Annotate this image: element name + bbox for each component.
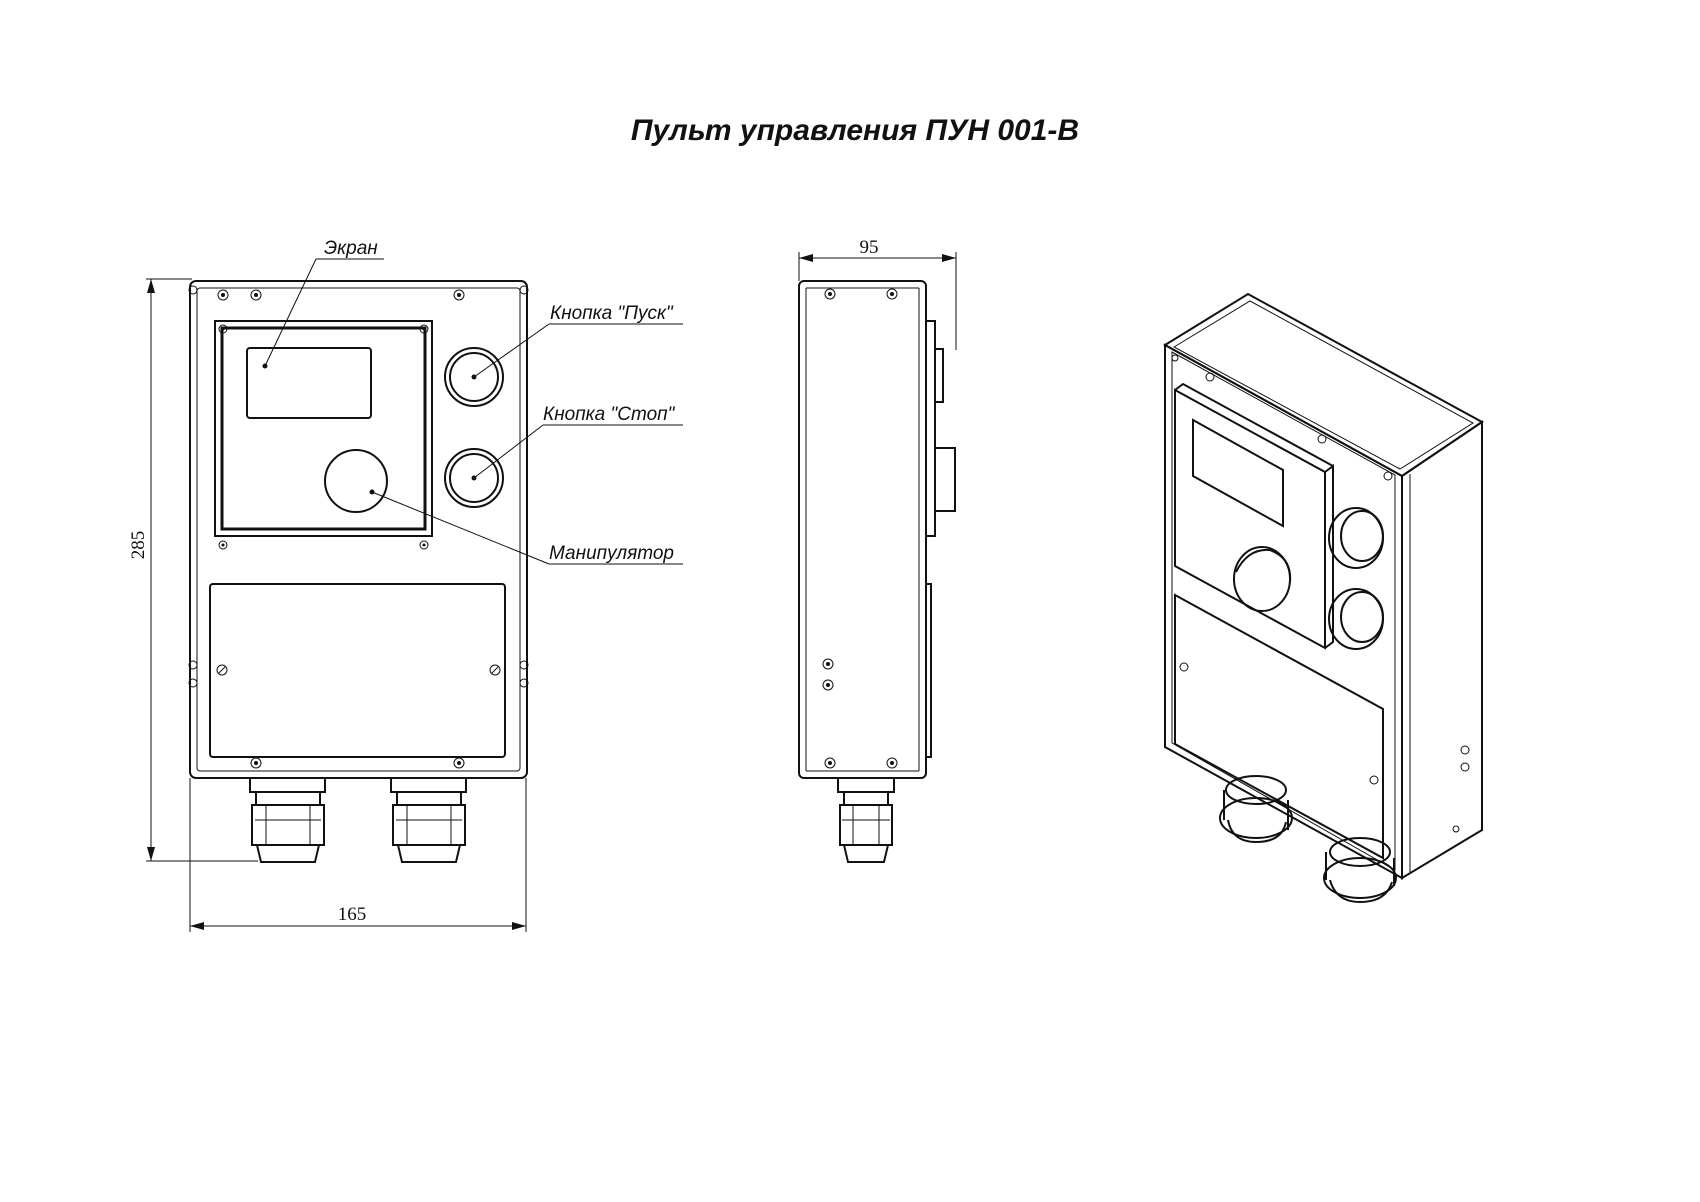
isometric-view	[1163, 292, 1484, 904]
start-button-outer	[444, 347, 504, 407]
lower-cover	[209, 583, 506, 758]
screen-panel-frame	[214, 320, 433, 537]
iso-cable-gland-right	[1323, 837, 1397, 904]
dimension-width	[189, 778, 527, 932]
side-knob-lower	[934, 447, 956, 512]
dimension-height-label: 285	[128, 531, 149, 560]
front-cable-gland-right	[390, 777, 467, 863]
drawing-title: Пульт управления ПУН 001-В	[631, 114, 1079, 147]
dimension-height	[146, 278, 258, 862]
iso-cable-gland-left	[1219, 775, 1293, 844]
callout-screen-label: Экран	[324, 238, 378, 259]
iso-side-face	[1401, 420, 1483, 880]
start-button-inner	[449, 352, 499, 402]
side-cable-gland	[837, 777, 895, 863]
display-screen	[246, 347, 372, 419]
iso-display	[1192, 418, 1284, 528]
dimension-depth	[798, 252, 957, 350]
callout-stop-button-label: Кнопка "Стоп"	[543, 404, 676, 425]
iso-front-face	[1164, 343, 1403, 880]
callout-manipulator-label: Манипулятор	[549, 543, 674, 564]
callout-stop-button	[471, 424, 683, 481]
dimension-depth-label: 95	[860, 237, 879, 258]
side-knob	[934, 348, 944, 403]
side-enclosure	[798, 280, 927, 779]
dimension-width-label: 165	[338, 904, 367, 925]
callout-start-button-label: Кнопка "Пуск"	[550, 303, 674, 324]
screen-panel-inner	[220, 326, 427, 531]
front-view: 285 165 Экран Кнопка "Пуск" Кнопка "С	[128, 238, 683, 932]
stop-button-outer	[444, 448, 504, 508]
iso-lower-cover	[1174, 593, 1384, 860]
front-enclosure	[189, 280, 528, 779]
side-view: 95	[798, 237, 957, 863]
front-screws	[188, 285, 529, 769]
callout-manipulator	[369, 489, 683, 565]
callout-start-button	[471, 323, 683, 380]
side-cover-edge	[925, 583, 932, 758]
manipulator-knob	[324, 449, 388, 513]
iso-top-face	[1163, 292, 1484, 478]
front-cable-gland-left	[249, 777, 326, 863]
stop-button-inner	[449, 453, 499, 503]
iso-screen-panel	[1174, 388, 1326, 650]
front-enclosure-inner	[196, 287, 521, 772]
side-screen-panel	[925, 320, 936, 537]
callout-screen	[262, 258, 384, 369]
